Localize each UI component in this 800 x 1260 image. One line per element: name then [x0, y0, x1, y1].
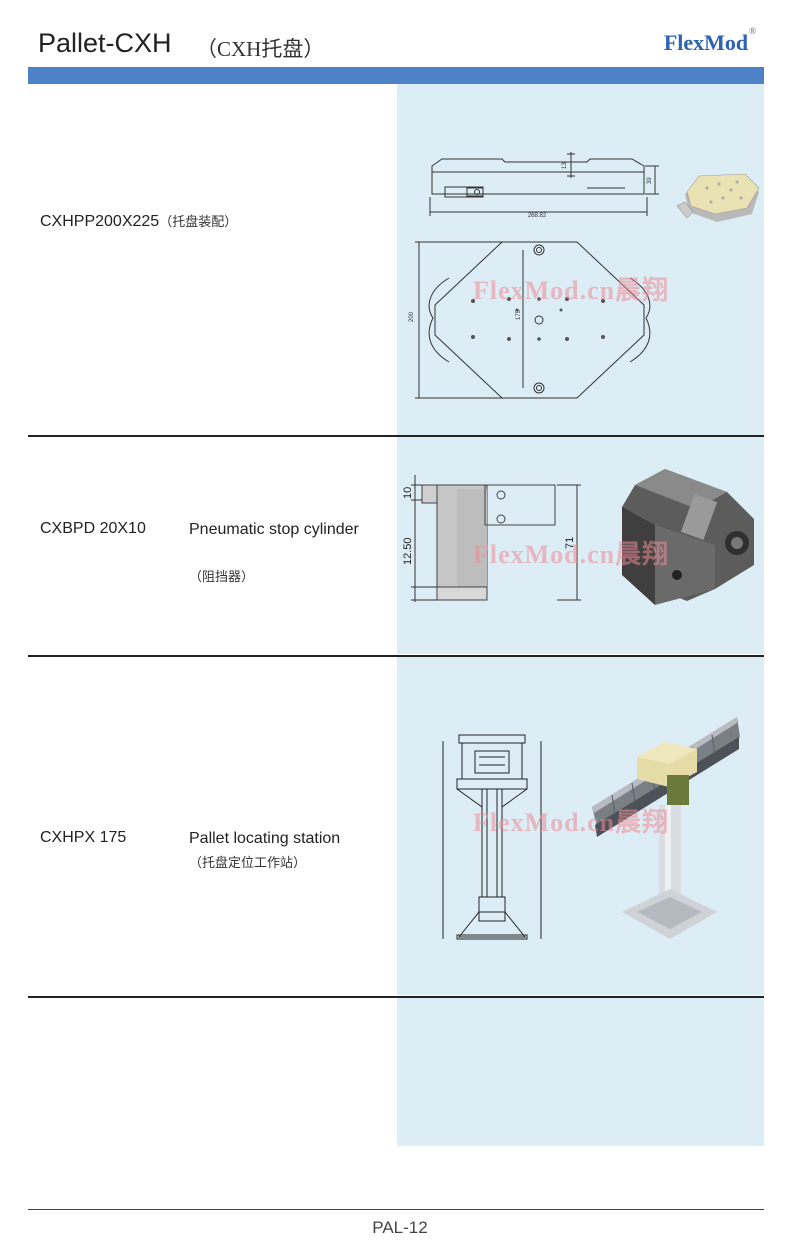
footer-rule [28, 1209, 764, 1210]
product-code-2: CXBPD 20X10 [40, 520, 146, 537]
product-desc-cn-3: （托盘定位工作站） [189, 855, 307, 870]
pallet-assembly-drawing: 268.82 13 39 200 175 [409, 152, 760, 399]
brand-logo: FlexMod® [663, 26, 756, 56]
section-divider-2 [28, 655, 764, 657]
product-image-panel-1 [397, 84, 764, 435]
product-desc-2: Pneumatic stop cylinder [189, 521, 359, 538]
watermark-1: FlexMod.cn晨翔 [473, 276, 670, 305]
product-code-3: CXHPX 175 [40, 829, 127, 846]
dim-overall: 71 [564, 537, 576, 549]
dim-height: 39 [647, 177, 653, 184]
dim-length: 268.82 [528, 213, 547, 219]
header-bar [28, 67, 764, 84]
page-title-cn: （CXH托盘） [196, 37, 325, 61]
product-code-1: CXHPP200X225（托盘装配） [40, 213, 238, 230]
dim-width: 200 [409, 311, 415, 322]
stop-cylinder-render [622, 469, 754, 605]
dim-lip: 13 [562, 162, 568, 169]
dim-mid: 12.50 [402, 537, 414, 565]
section-divider-1 [28, 435, 764, 437]
page-number: PAL-12 [372, 1218, 428, 1237]
dim-top: 10 [402, 487, 414, 499]
station-line-drawing [442, 734, 542, 940]
product-desc-cn-2: （阻挡器） [189, 569, 255, 584]
product-desc-3: Pallet locating station [189, 830, 341, 847]
watermark-3: FlexMod.cn晨翔 [473, 808, 670, 837]
pallet-render [676, 173, 760, 222]
registered-mark: ® [749, 26, 756, 36]
page-title: Pallet-CXH [38, 28, 172, 58]
locating-station-drawing [442, 717, 740, 940]
product-image-panel-4 [397, 998, 764, 1146]
station-3d-render [592, 717, 740, 939]
dim-hole-span: 175 [516, 309, 522, 320]
watermark-2: FlexMod.cn晨翔 [473, 540, 670, 569]
product-code-cn-1: （托盘装配） [159, 214, 238, 229]
section-divider-3 [28, 996, 764, 998]
brand-name: FlexMod [663, 30, 749, 55]
stop-cylinder-drawing: 10 12.50 71 [402, 469, 754, 605]
